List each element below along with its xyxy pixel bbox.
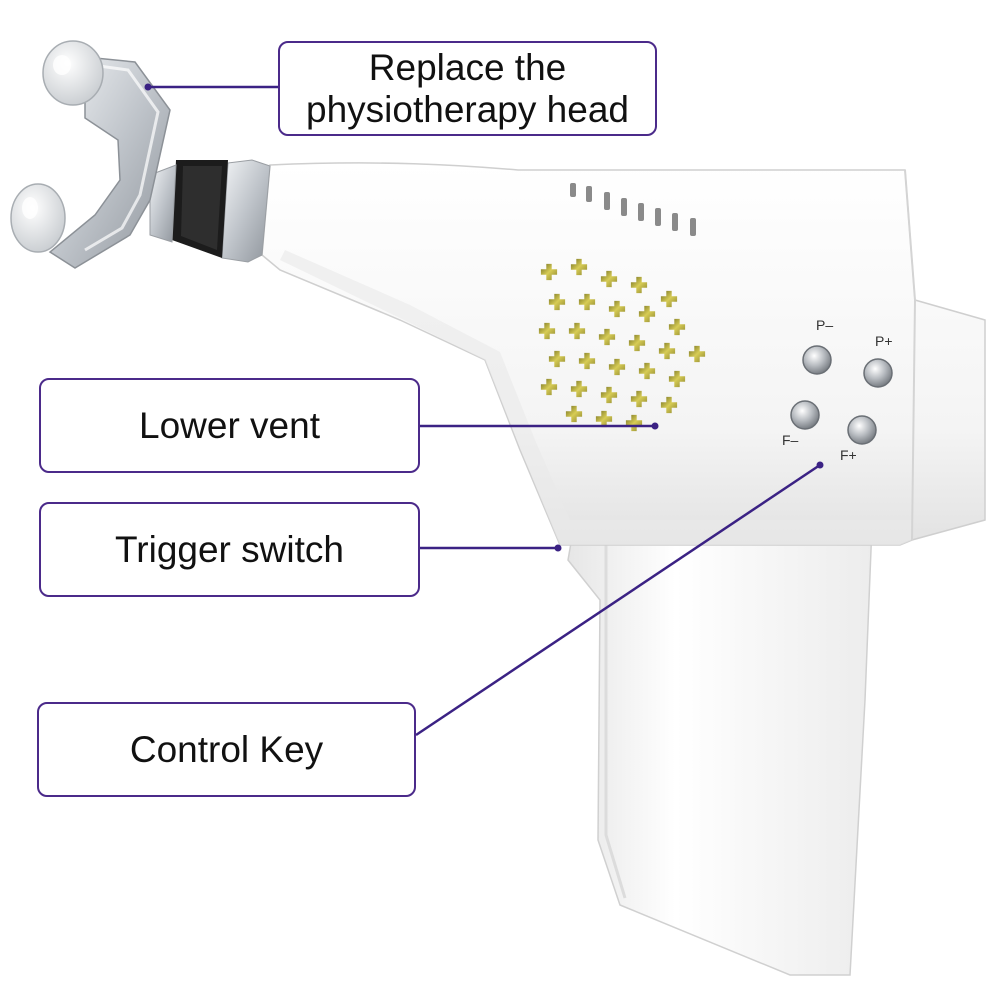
physiotherapy-head: [48, 56, 171, 269]
leader-dot-control: [816, 461, 824, 469]
leader-line-control: [415, 463, 821, 737]
massage-ball-top: [42, 40, 104, 106]
callout-trigger-text: Trigger switch: [115, 528, 344, 570]
key-label-p-minus: P–: [816, 317, 833, 333]
leader-dot-vent: [651, 422, 659, 430]
callout-control-key: Control Key: [37, 702, 416, 797]
key-p-minus-button[interactable]: [802, 345, 832, 375]
callout-trigger-switch: Trigger switch: [39, 502, 420, 597]
callout-head-line2: physiotherapy head: [306, 88, 629, 130]
grip-edge-highlight: [604, 470, 627, 899]
control-keys: P– P+ F– F+: [782, 317, 893, 463]
body-seam: [904, 169, 917, 541]
callout-replace-head: Replace the physiotherapy head: [278, 41, 657, 136]
upper-vent: [570, 183, 696, 236]
leader-dot-trigger: [554, 544, 562, 552]
key-f-minus-button[interactable]: [790, 400, 820, 430]
key-label-f-plus: F+: [840, 447, 857, 463]
callout-lower-vent-text: Lower vent: [139, 404, 320, 446]
leader-dot-head: [144, 83, 152, 91]
key-label-f-minus: F–: [782, 432, 799, 448]
massage-ball-bottom: [10, 183, 66, 253]
callout-lower-vent: Lower vent: [39, 378, 420, 473]
body-lower-shade: [280, 250, 912, 545]
callout-head-line1: Replace the: [368, 47, 567, 89]
leader-lines: [144, 83, 824, 737]
neck-collar: [149, 159, 271, 263]
key-f-plus-button[interactable]: [847, 415, 877, 445]
device-body: [261, 162, 986, 546]
callout-control-text: Control Key: [129, 728, 324, 770]
key-label-p-plus: P+: [875, 333, 893, 349]
key-p-plus-button[interactable]: [863, 358, 893, 388]
